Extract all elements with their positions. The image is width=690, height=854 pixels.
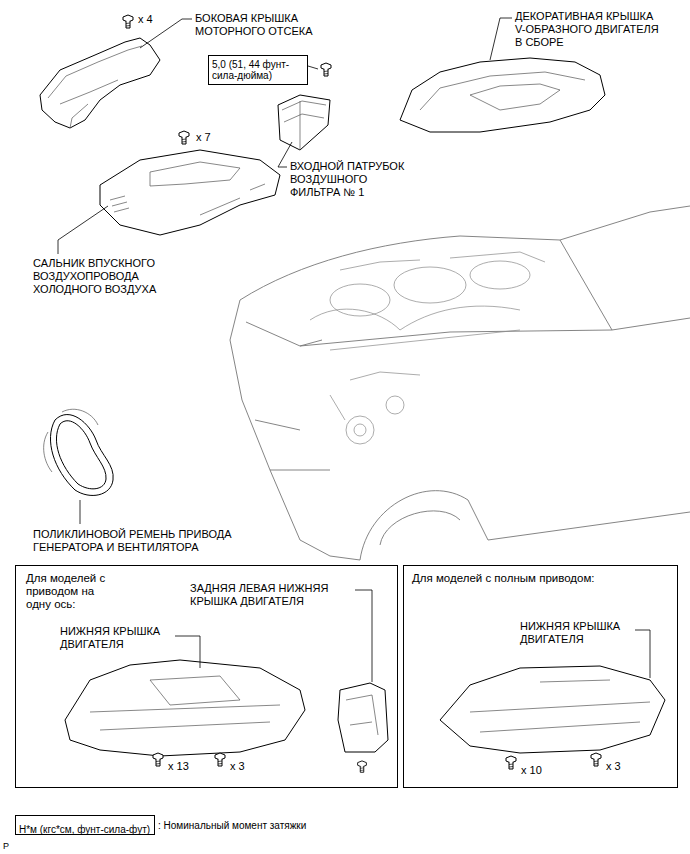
part-name: НИЖНЯЯ КРЫШКА ДВИГАТЕЛЯ — [60, 625, 170, 651]
part-name: НИЖНЯЯ КРЫШКА ДВИГАТЕЛЯ — [520, 620, 630, 646]
engine-cover-part — [400, 58, 605, 132]
vehicle-outline — [488, 512, 690, 540]
side-cover-part — [48, 46, 142, 104]
part-name: БОКОВАЯ КРЫШКА МОТОРНОГО ОТСЕКА — [195, 12, 345, 38]
leader-line — [355, 590, 372, 682]
engine-cover-part — [400, 58, 605, 132]
lower-engine-cover-part — [440, 666, 665, 753]
part-name: ДЕКОРАТИВНАЯ КРЫШКА V-ОБРАЗНОГО ДВИГАТЕЛ… — [515, 10, 665, 49]
engine-bay-detail — [386, 396, 404, 414]
lower-engine-cover-part — [90, 676, 280, 730]
engine-bay-detail — [310, 306, 520, 350]
vehicle-outline — [240, 236, 560, 300]
bolt-symbol — [591, 753, 601, 766]
bolt-symbol — [215, 753, 225, 766]
bolt-symbol — [358, 761, 367, 772]
panel-heading: Для моделей с приводом на одну ось: — [26, 572, 116, 611]
leader-line — [308, 66, 318, 69]
drive-belt-part — [50, 415, 113, 496]
engine-bay-detail — [330, 372, 420, 420]
air-duct-seal-part — [150, 162, 240, 186]
side-cover-part — [40, 38, 160, 128]
torque-spec-box: 5,0 (51, 44 фунт-сила-дюйма) — [208, 55, 308, 85]
bolt-symbol — [179, 131, 189, 144]
vehicle-outline — [255, 420, 330, 470]
bolt-symbol — [321, 63, 331, 76]
engine-bay-detail — [354, 424, 366, 436]
side-cover-part — [40, 38, 160, 128]
callout-number: x 13 — [168, 760, 189, 773]
vehicle-outline — [612, 318, 690, 330]
vehicle-outline — [380, 511, 460, 545]
leader-line — [278, 142, 292, 167]
part-name: САЛЬНИК ВПУСКНОГО ВОЗДУХОПРОВОДА ХОЛОДНО… — [33, 257, 183, 296]
bolt-symbol — [153, 753, 163, 766]
variant-panel: Для моделей с полным приводом: — [403, 565, 678, 788]
callout-number: x 10 — [521, 764, 542, 777]
engine-bay-detail — [346, 416, 374, 444]
rear-left-cover-part — [338, 683, 388, 752]
lower-engine-cover-part — [470, 680, 650, 732]
air-duct-seal-part — [110, 184, 265, 215]
rear-left-cover-part — [338, 683, 388, 752]
engine-bay-detail — [470, 261, 530, 289]
lower-engine-cover-part — [65, 660, 305, 756]
lower-engine-cover-part — [440, 666, 665, 753]
panel-heading: Для моделей с полным приводом: — [412, 572, 595, 585]
side-cover-part — [70, 104, 88, 128]
air-inlet-part — [278, 95, 330, 150]
drive-belt-part — [44, 409, 98, 472]
callout-number: x 3 — [230, 760, 245, 773]
air-duct-seal-part — [100, 150, 280, 235]
vehicle-outline — [246, 322, 322, 346]
torque-value: Н*м (кгс*см, фунт-сила-фут) — [19, 824, 150, 836]
leader-line — [175, 636, 200, 668]
leader-line — [635, 630, 650, 678]
bolt-symbol — [506, 756, 516, 769]
torque-legend-box: Н*м (кгс*см, фунт-сила-фут) — [15, 815, 155, 835]
part-name: ПОЛИКЛИНОВОЙ РЕМЕНЬ ПРИВОДА ГЕНЕРАТОРА И… — [33, 528, 268, 554]
bolt-symbol — [123, 15, 133, 28]
vehicle-outline — [560, 240, 612, 330]
vehicle-outline — [230, 300, 300, 540]
leader-line — [80, 500, 81, 524]
vehicle-outline — [300, 540, 360, 560]
part-name: ЗАДНЯЯ ЛЕВАЯ НИЖНЯЯ КРЫШКА ДВИГАТЕЛЯ — [190, 582, 350, 608]
air-inlet-part — [278, 95, 330, 150]
drive-belt-part — [56, 421, 106, 489]
torque-value: 5,0 (51, 44 фунт-сила-дюйма) — [212, 59, 304, 81]
lower-engine-cover-part — [65, 660, 305, 756]
leader-line — [58, 206, 108, 254]
drive-belt-part — [44, 409, 114, 495]
air-duct-seal-part — [100, 150, 280, 235]
page-mark: P — [3, 840, 9, 853]
engine-bay-detail — [340, 252, 545, 270]
engine-bay-detail — [310, 252, 545, 444]
engine-bay-detail — [330, 284, 390, 316]
legend-note: : Номинальный момент затяжки — [158, 819, 306, 832]
engine-cover-part — [420, 72, 585, 110]
vehicle-outline — [300, 330, 612, 346]
vehicle-outline — [360, 491, 488, 560]
vehicle-outline — [560, 206, 690, 240]
callout-number: x 4 — [138, 13, 153, 26]
leader-line — [490, 18, 512, 60]
callout-number: x 3 — [606, 760, 621, 773]
engine-bay-detail — [394, 267, 466, 303]
rear-left-cover-part — [346, 695, 378, 735]
part-name: ВХОДНОЙ ПАТРУБОК ВОЗДУШНОГО ФИЛЬТРА № 1 — [290, 160, 410, 199]
callout-number: x 7 — [196, 131, 211, 144]
air-inlet-part — [282, 101, 326, 150]
vehicle-outline — [230, 206, 690, 560]
